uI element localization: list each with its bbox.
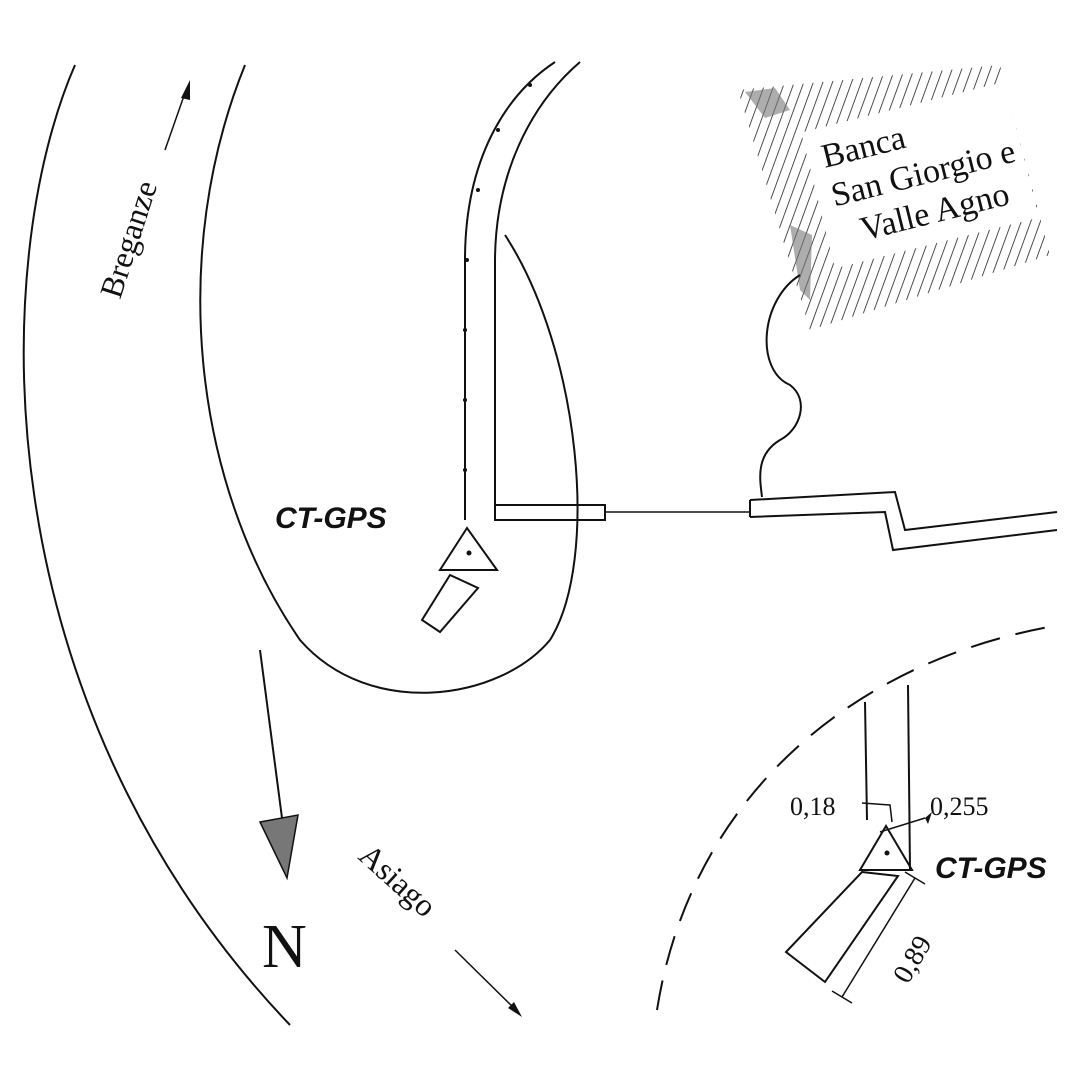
asiago-arrow-icon xyxy=(454,949,522,1017)
dimension-offset-left: 0,18 xyxy=(790,792,836,821)
wall-segment-left xyxy=(494,504,606,521)
walkway-dots xyxy=(463,83,532,472)
detail-gps-dot xyxy=(884,850,890,856)
detail-gps-triangle xyxy=(858,824,914,871)
walkway-left-edge xyxy=(464,61,556,520)
walkway-right-edge xyxy=(494,61,581,520)
wall-segment-right xyxy=(749,490,1058,552)
dashed-road-edge xyxy=(656,624,1061,1011)
building-garden-outline xyxy=(759,274,802,498)
north-label: N xyxy=(262,913,307,981)
station-label-detail: CT-GPS xyxy=(935,852,1047,885)
gps-station-triangle xyxy=(438,526,499,571)
dimension-offset-right: 0,255 xyxy=(930,792,989,821)
gps-station-dot xyxy=(466,550,472,556)
detail-edge-right xyxy=(907,684,911,871)
station-label-main: CT-GPS xyxy=(275,502,387,535)
outer-road-edge xyxy=(22,64,291,1026)
breganze-arrow-icon xyxy=(164,80,190,151)
dimension-length-line xyxy=(831,871,926,1004)
asiago-label: Asiago xyxy=(352,836,443,923)
north-arrow-icon xyxy=(258,649,299,881)
bank-label: Banca San Giorgio e Valle Agno xyxy=(818,119,1019,248)
breganze-label: Breganze xyxy=(92,176,164,302)
detail-pillar xyxy=(784,870,900,984)
dimension-length: 0,89 xyxy=(887,931,938,989)
inner-loop-road xyxy=(199,64,579,694)
pillar-base xyxy=(420,573,480,634)
detail-edge-left xyxy=(864,701,868,821)
dimension-offset-leaders xyxy=(861,802,932,833)
